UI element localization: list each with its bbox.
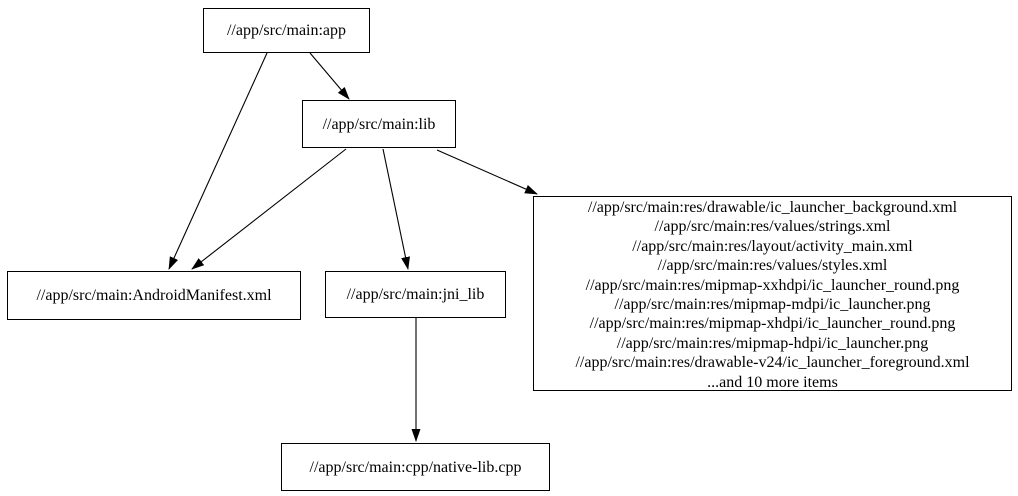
res-file-line: //app/src/main:res/values/styles.xml bbox=[657, 257, 888, 275]
node-app: //app/src/main:app bbox=[203, 8, 370, 53]
node-android-manifest-label: //app/src/main:AndroidManifest.xml bbox=[36, 287, 272, 304]
edge-app-to-lib bbox=[309, 52, 350, 100]
node-android-manifest: //app/src/main:AndroidManifest.xml bbox=[7, 271, 301, 320]
res-file-line: //app/src/main:res/values/strings.xml bbox=[654, 218, 891, 236]
res-file-line: //app/src/main:res/drawable-v24/ic_launc… bbox=[575, 354, 970, 372]
res-file-line: //app/src/main:res/mipmap-xhdpi/ic_launc… bbox=[589, 315, 956, 333]
node-res-file-group: //app/src/main:res/drawable/ic_launcher_… bbox=[533, 196, 1012, 391]
edge-app-to-manifest bbox=[168, 52, 268, 270]
node-app-label: //app/src/main:app bbox=[226, 22, 347, 39]
res-file-line: //app/src/main:res/drawable/ic_launcher_… bbox=[587, 199, 958, 216]
res-more-items-line: ...and 10 more items bbox=[707, 373, 838, 391]
res-file-line: //app/src/main:res/layout/activity_main.… bbox=[632, 237, 913, 255]
node-jni-lib: //app/src/main:jni_lib bbox=[325, 271, 506, 318]
edge-lib-to-jni-lib bbox=[382, 148, 410, 270]
node-jni-lib-label: //app/src/main:jni_lib bbox=[346, 286, 485, 303]
res-file-line: //app/src/main:res/mipmap-mdpi/ic_launch… bbox=[614, 296, 931, 314]
node-native-lib-cpp: //app/src/main:cpp/native-lib.cpp bbox=[281, 443, 550, 491]
node-lib: //app/src/main:lib bbox=[302, 100, 456, 148]
edge-lib-to-manifest bbox=[191, 148, 347, 270]
res-file-line: //app/src/main:res/mipmap-xxhdpi/ic_laun… bbox=[585, 276, 960, 294]
node-native-lib-cpp-label: //app/src/main:cpp/native-lib.cpp bbox=[309, 458, 522, 476]
edge-lib-to-res-group bbox=[436, 149, 538, 195]
res-file-line: //app/src/main:res/mipmap-hdpi/ic_launch… bbox=[616, 334, 929, 352]
node-lib-label: //app/src/main:lib bbox=[322, 115, 436, 133]
